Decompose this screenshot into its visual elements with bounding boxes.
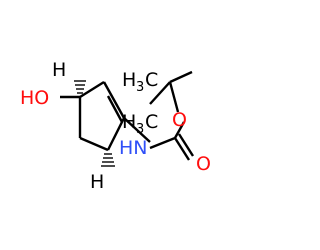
h-bottom-label: H <box>90 171 104 193</box>
methyl-2-c: C <box>145 111 158 133</box>
bond-tbu-me1 <box>149 81 171 105</box>
bond-c5-c4 <box>79 136 109 152</box>
bond-c2-c3 <box>102 81 126 119</box>
h-top-label: H <box>52 59 66 81</box>
methyl-1-sub: 3 <box>136 80 144 95</box>
methyl-2-h: H <box>122 111 136 133</box>
bond-c3-c4 <box>123 117 151 143</box>
methyl-2-sub: 3 <box>136 122 144 137</box>
molecule-diagram: HO H H H 3 C H 3 C O O HN <box>20 59 211 193</box>
ester-oxygen-label: O <box>172 109 187 131</box>
bond-n-c <box>149 136 176 150</box>
hydroxyl-label: HO <box>20 87 49 109</box>
bond-c-ocarbonyl-2 <box>177 133 195 157</box>
bond-c1-c2 <box>79 80 105 99</box>
bond-c2-c3-double <box>106 95 124 123</box>
carbonyl-oxygen-label: O <box>196 153 211 175</box>
amine-label: HN <box>119 137 148 159</box>
methyl-1-h: H <box>122 69 136 91</box>
bond-c-oester <box>173 121 186 139</box>
bond-tbu-me2 <box>169 70 193 84</box>
bond-tbu-o <box>168 81 180 113</box>
structure-svg: HO H H H 3 C H 3 C O O HN <box>20 59 211 193</box>
methyl-1-c: C <box>145 69 158 91</box>
bond-c4-c3 <box>106 117 126 151</box>
bond-c-ocarbonyl-1 <box>173 137 191 161</box>
